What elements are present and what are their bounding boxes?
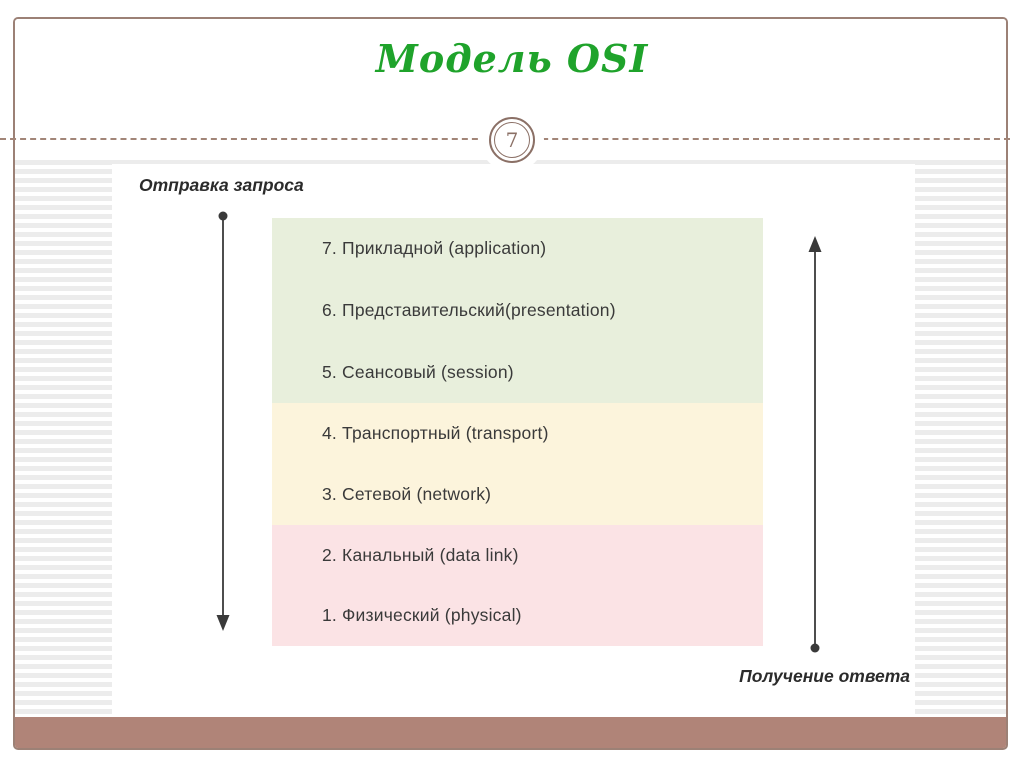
page-number-badge: 7 — [489, 117, 535, 163]
accent-bottom-band — [15, 717, 1006, 748]
page-title: Модель OSI — [375, 36, 649, 81]
osi-layer-5: 5. Сеансовый (session) — [322, 361, 514, 382]
receive-response-label: Получение ответа — [739, 666, 910, 686]
page-number: 7 — [494, 122, 530, 158]
osi-layer-1: 1. Физический (physical) — [322, 605, 522, 626]
send-request-label: Отправка запроса — [139, 175, 304, 195]
osi-layer-3: 3. Сетевой (network) — [322, 484, 492, 504]
osi-group-middle: 4. Транспортный (transport) 3. Сетевой (… — [272, 403, 763, 525]
osi-group-upper: 7. Прикладной (application) 6. Представи… — [272, 218, 763, 403]
osi-group-lower: 2. Канальный (data link) 1. Физический (… — [272, 525, 763, 646]
osi-layer-2: 2. Канальный (data link) — [322, 544, 519, 565]
osi-layer-4: 4. Транспортный (transport) — [322, 423, 549, 443]
osi-layer-7: 7. Прикладной (application) — [322, 238, 547, 259]
osi-layer-6: 6. Представительский(presentation) — [322, 299, 616, 320]
